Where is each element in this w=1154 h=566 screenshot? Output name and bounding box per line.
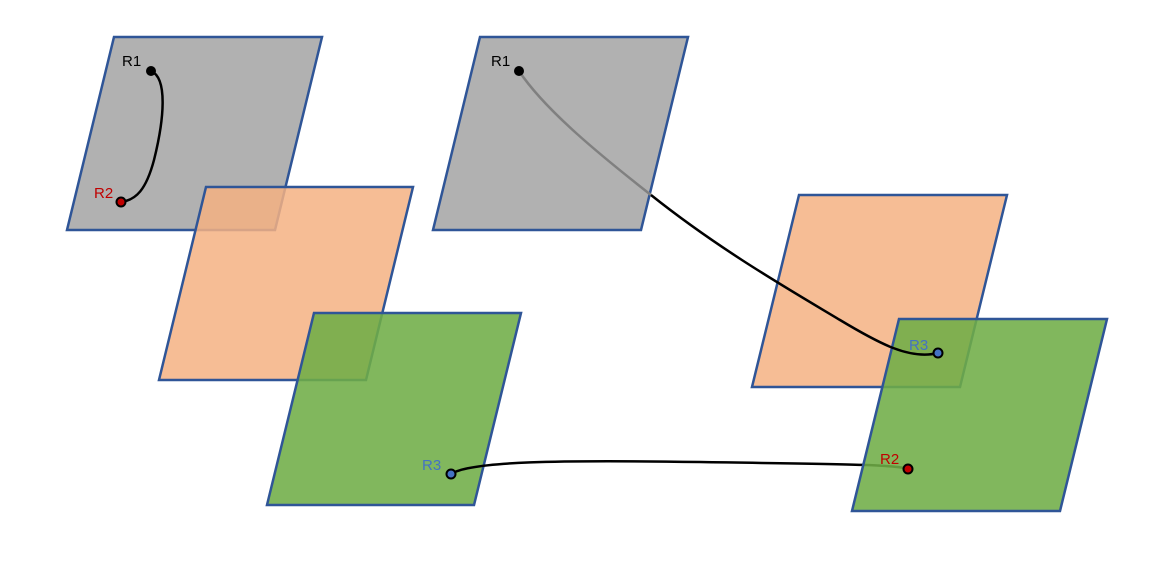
left-r2-point — [115, 196, 127, 208]
right-r1-r3-connector-gray — [517, 70, 652, 196]
left-r2-label: R2 — [94, 185, 113, 202]
left-r3-to-right-r2-connector — [450, 459, 909, 476]
left-r1-r2-connector — [120, 69, 164, 204]
right-r1-point — [514, 66, 524, 76]
right-r1-label: R1 — [491, 53, 510, 70]
left-green-plane — [265, 311, 523, 507]
right-r2-label: R2 — [880, 451, 899, 468]
right-r1-r3-connector — [650, 194, 939, 356]
right-r3-label: R3 — [909, 337, 928, 354]
right-gray-plane — [431, 35, 690, 232]
left-r3-label: R3 — [422, 457, 441, 474]
left-r1-point — [146, 66, 156, 76]
left-r3-point — [445, 468, 457, 480]
right-green-plane — [850, 317, 1109, 513]
right-r2-point — [902, 463, 914, 475]
left-r1-label: R1 — [122, 53, 141, 70]
right-r3-point — [932, 347, 944, 359]
